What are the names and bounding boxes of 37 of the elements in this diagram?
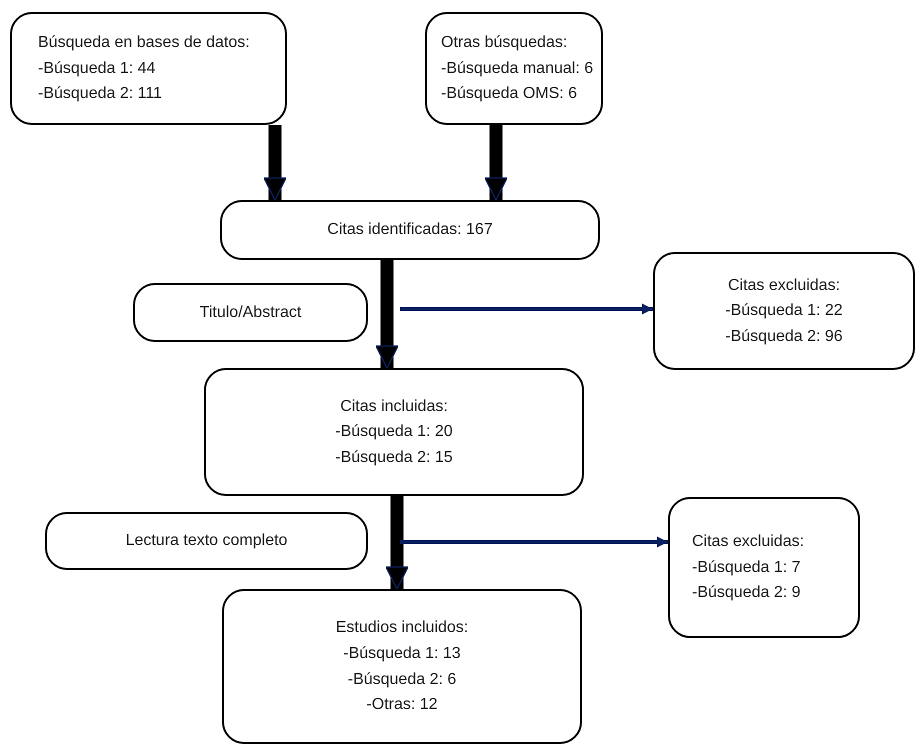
box-text: Otras búsquedas: xyxy=(441,33,568,54)
box-text: -Búsqueda 1: 7 xyxy=(692,558,801,578)
process-box xyxy=(222,589,582,744)
box-text: -Búsqueda 1: 20 xyxy=(335,422,453,442)
box-text: Citas excluidas: xyxy=(728,276,840,296)
box-text: -Otras: 12 xyxy=(366,695,438,716)
box-text: -Búsqueda manual: 6 xyxy=(441,58,594,79)
process-box xyxy=(668,497,860,638)
box-text: Estudios incluidos: xyxy=(336,618,468,638)
arrow xyxy=(484,125,508,201)
process-box xyxy=(133,283,368,342)
box-text: Búsqueda en bases de datos: xyxy=(38,33,250,54)
arrow xyxy=(400,304,653,314)
process-box xyxy=(10,12,287,125)
arrow xyxy=(375,260,399,369)
box-text: Citas identificadas: 167 xyxy=(327,220,493,240)
box-text: -Búsqueda OMS: 6 xyxy=(441,84,578,104)
process-box xyxy=(204,368,584,496)
box-text: -Búsqueda 2: 6 xyxy=(348,670,456,690)
box-text: -Búsqueda 1: 44 xyxy=(38,58,156,79)
box-text: -Búsqueda 2: 9 xyxy=(692,583,801,604)
process-box xyxy=(425,12,603,125)
box-text: Citas incluidas: xyxy=(340,396,448,417)
process-box xyxy=(220,200,600,260)
process-box xyxy=(653,252,915,370)
process-box xyxy=(45,512,368,570)
arrow xyxy=(385,496,409,590)
box-text: Citas excluidas: xyxy=(692,532,804,552)
box-text: Lectura texto completo xyxy=(126,531,288,552)
box-text: -Búsqueda 2: 111 xyxy=(38,84,162,104)
arrow xyxy=(400,536,668,548)
box-text: -Búsqueda 1: 13 xyxy=(343,644,461,664)
box-text: -Búsqueda 2: 96 xyxy=(725,326,843,347)
box-text: Titulo/Abstract xyxy=(200,302,302,323)
box-text: -Búsqueda 1: 22 xyxy=(725,301,843,322)
arrow xyxy=(263,125,287,201)
box-text: -Búsqueda 2: 15 xyxy=(335,448,453,468)
